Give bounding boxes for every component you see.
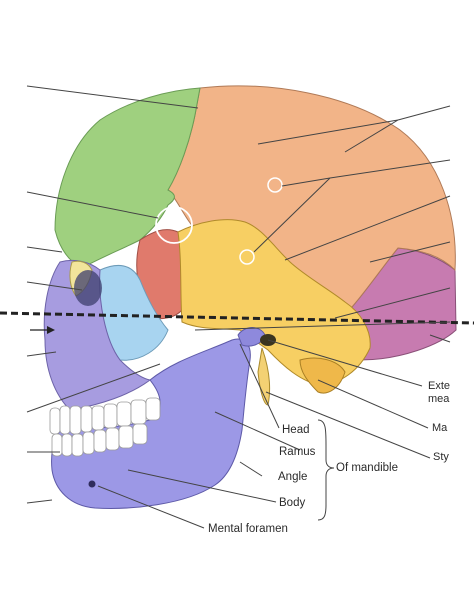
label-external-acoustic-2: mea bbox=[428, 393, 450, 405]
temporal-bone bbox=[177, 219, 371, 386]
left-arrowhead-icon bbox=[47, 326, 55, 334]
pterion-circle bbox=[155, 206, 193, 244]
label-ramus: Ramus bbox=[279, 446, 316, 458]
leader-lines-right bbox=[97, 105, 451, 529]
mental-foramen bbox=[88, 480, 96, 488]
temporal-landmark-circle bbox=[239, 249, 255, 265]
label-of-mandible: Of mandible bbox=[336, 462, 399, 474]
orbit bbox=[74, 270, 102, 306]
label-body: Body bbox=[279, 497, 306, 509]
frankfort-plane-line bbox=[0, 311, 474, 325]
maxilla-bone bbox=[43, 259, 152, 411]
label-angle: Angle bbox=[278, 471, 308, 483]
parietal-landmark-circle bbox=[267, 177, 283, 193]
parietal-bone bbox=[167, 85, 456, 321]
label-external-acoustic-1: Exte bbox=[428, 380, 451, 392]
label-mastoid-partial: Ma bbox=[432, 422, 448, 434]
label-head: Head bbox=[282, 424, 310, 436]
leader-lines-left bbox=[26, 85, 199, 504]
upper-teeth bbox=[49, 397, 161, 435]
label-styloid-partial: Sty bbox=[433, 451, 449, 463]
frontal-bone bbox=[54, 87, 201, 269]
label-mental-foramen: Mental foramen bbox=[208, 523, 288, 535]
mandible-bracket bbox=[317, 419, 335, 521]
mastoid-process bbox=[299, 357, 346, 394]
lower-teeth bbox=[51, 423, 148, 457]
